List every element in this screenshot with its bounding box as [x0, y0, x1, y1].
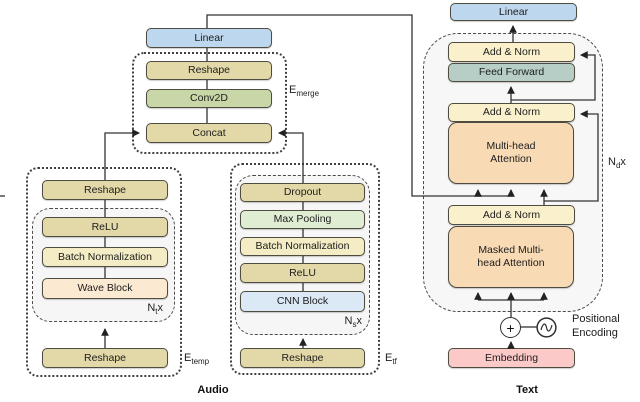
temporal-reshape-top-block: Reshape	[42, 180, 168, 200]
audio-caption: Audio	[197, 384, 229, 396]
wave-block: Wave Block	[42, 278, 168, 299]
conv2d-block: Conv2D	[146, 89, 272, 108]
decoder-linear-block: Linear	[450, 3, 577, 21]
positional-encoding-label: Positional Encoding	[572, 313, 620, 339]
cnn-block: CNN Block	[240, 291, 365, 312]
max-pooling-block: Max Pooling	[240, 210, 365, 229]
multi-head-attention-block: Multi-head Attention	[448, 122, 574, 184]
sine-wave-circle	[536, 317, 557, 338]
masked-multi-head-attention-block: Masked Multi-head Attention	[448, 226, 574, 288]
merge-reshape-block: Reshape	[146, 61, 272, 80]
e-tf-label: Etf	[385, 352, 397, 367]
merge-linear-block: Linear	[146, 28, 272, 48]
temporal-repeat-label: Ntx	[147, 302, 163, 317]
spectral-repeat-label: Nsx	[344, 315, 362, 330]
spectral-reshape-block: Reshape	[240, 348, 365, 368]
feed-forward-block: Feed Forward	[448, 63, 575, 82]
decoder-repeat-label: Ndx	[608, 156, 626, 171]
sine-wave-icon	[536, 317, 557, 338]
add-norm-bottom-block: Add & Norm	[448, 205, 575, 225]
add-norm-mid-block: Add & Norm	[448, 103, 575, 122]
spectral-relu-block: ReLU	[240, 263, 365, 283]
e-temp-label: Etemp	[184, 352, 210, 367]
add-norm-top-block: Add & Norm	[448, 42, 575, 62]
plus-icon: +	[506, 319, 515, 336]
temporal-encoder-container	[26, 167, 182, 377]
add-operator-circle: +	[500, 317, 521, 338]
text-caption: Text	[516, 384, 538, 396]
e-merge-label: Emerge	[289, 84, 320, 99]
concat-block: Concat	[146, 123, 272, 143]
embedding-block: Embedding	[448, 348, 575, 368]
temporal-batch-norm-block: Batch Normalization	[42, 247, 168, 267]
dropout-block: Dropout	[240, 183, 365, 202]
spectral-batch-norm-block: Batch Normalization	[240, 237, 365, 256]
temporal-relu-block: ReLU	[42, 217, 168, 237]
temporal-reshape-bottom-block: Reshape	[42, 348, 168, 368]
